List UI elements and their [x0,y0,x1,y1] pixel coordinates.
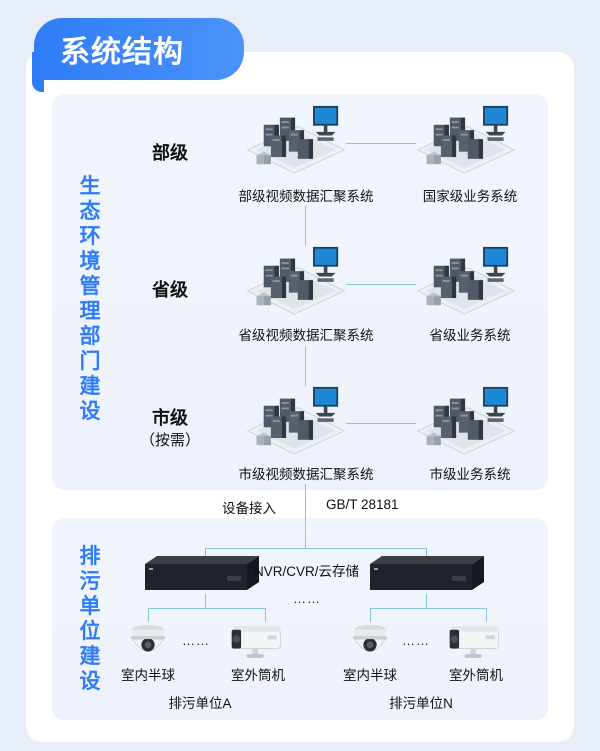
connector-bus-to-nvr-n [426,548,427,556]
city-video-aggregation-server-icon [244,386,348,456]
polluter-unit-vertical-title: 排污单位建设 [79,545,101,693]
unit-n-dome-camera-icon [349,622,391,660]
province-video-aggregation-server-icon [244,246,348,316]
nvr-a-icon [143,554,261,594]
storage-label: NVR/CVR/云存储 [254,564,360,579]
unit-a-dome-camera-icon [127,622,169,660]
unit-n-bullet-camera-icon [446,622,504,660]
unit-a-indoor-camera-label: 室内半球 [121,668,175,683]
units-ellipsis: …… [293,591,321,606]
province-video-aggregation-label: 省级视频数据汇聚系统 [238,328,374,343]
connector-nvr-a-down [205,594,206,608]
unit-n-indoor-camera-label: 室内半球 [343,668,397,683]
unit-n-outdoor-camera-label: 室外筒机 [449,668,503,683]
connector-vertical-to-access [305,484,306,548]
page-title: 系统结构 [60,36,184,69]
province-business-server-icon [414,246,518,316]
unit-a-bullet-camera-icon [228,622,286,660]
connector-nvr-bus [205,548,427,549]
level-label-ministry: 部级 [152,143,188,163]
city-business-server-icon [414,386,518,456]
level-label-province: 省级 [152,280,188,300]
device-access-label: 设备接入 [222,501,276,516]
connector-unit-n-bus [370,608,487,609]
national-business-server-icon [414,105,518,175]
unit-a-outdoor-camera-label: 室外筒机 [231,668,285,683]
connector-bus-to-nvr-a [205,548,206,556]
unit-n-camera-ellipsis: …… [402,633,430,648]
unit-a-label: 排污单位A [168,696,232,711]
ministry-video-aggregation-label: 部级视频数据汇聚系统 [238,189,374,204]
ministry-video-aggregation-server-icon [244,105,348,175]
unit-n-label: 排污单位N [389,696,453,711]
protocol-label: GB/T 28181 [326,497,399,512]
national-business-label: 国家级业务系统 [422,189,518,204]
city-video-aggregation-label: 市级视频数据汇聚系统 [238,467,374,482]
management-dept-vertical-title: 生态环境管理部门建设 [79,175,101,423]
connector-unit-a-left [148,608,149,622]
nvr-n-icon [368,554,486,594]
unit-a-camera-ellipsis: …… [182,633,210,648]
province-business-label: 省级业务系统 [429,328,511,343]
level-sub-label-city: （按需） [139,432,200,449]
connector-vertical-1-2 [305,206,306,246]
city-business-label: 市级业务系统 [429,467,511,482]
connector-row2-horizontal [346,284,416,285]
connector-unit-n-left [370,608,371,622]
connector-unit-a-bus [148,608,266,609]
section-title-tab: 系统结构 [34,18,244,80]
connector-unit-a-right [265,608,266,622]
connector-nvr-n-down [426,594,427,608]
level-label-city: 市级 [152,408,188,428]
polluter-unit-section [52,518,548,720]
connector-vertical-2-3 [305,346,306,386]
connector-row1-horizontal [346,143,416,144]
connector-row3-horizontal [346,423,416,424]
connector-unit-n-right [486,608,487,622]
